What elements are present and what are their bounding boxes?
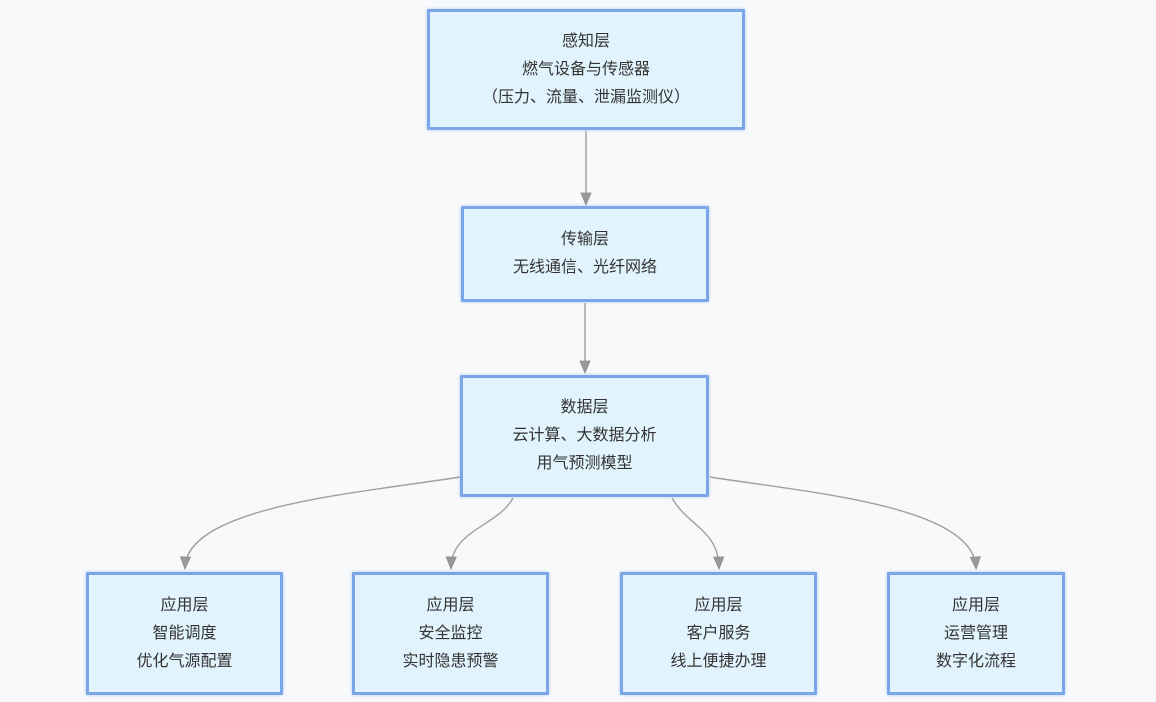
node-line: 线上便捷办理	[670, 652, 767, 670]
node-line: 云计算、大数据分析	[512, 427, 657, 444]
node-line: 燃气设备与传感器	[521, 60, 650, 78]
node-title: 感知层	[561, 32, 610, 50]
node-application-layer-customer: 应用层 客户服务 线上便捷办理	[620, 572, 817, 695]
node-application-layer-dispatch: 应用层 智能调度 优化气源配置	[86, 572, 283, 695]
node-line: 安全监控	[418, 624, 483, 642]
node-line: 智能调度	[152, 624, 217, 642]
connector-data-to-app-customer	[671, 497, 719, 567]
node-line: （压力、流量、泄漏监测仪）	[481, 88, 690, 106]
node-title: 应用层	[694, 596, 743, 614]
node-line: 实时隐患预警	[402, 652, 499, 670]
connector-data-to-app-safety	[451, 497, 514, 567]
node-title: 传输层	[560, 231, 609, 248]
node-transmission-layer: 传输层 无线通信、光纤网络	[461, 206, 709, 302]
node-line: 优化气源配置	[136, 652, 233, 670]
node-title: 应用层	[951, 596, 1000, 614]
node-line: 用气预测模型	[536, 455, 633, 472]
node-line: 无线通信、光纤网络	[512, 259, 657, 276]
node-application-layer-operation: 应用层 运营管理 数字化流程	[887, 572, 1065, 695]
node-line: 客户服务	[686, 624, 751, 642]
node-line: 数字化流程	[935, 652, 1016, 670]
node-line: 运营管理	[943, 624, 1008, 642]
node-application-layer-safety: 应用层 安全监控 实时隐患预警	[352, 572, 549, 695]
node-title: 应用层	[160, 596, 209, 614]
node-data-layer: 数据层 云计算、大数据分析 用气预测模型	[460, 375, 709, 497]
node-title: 数据层	[560, 399, 609, 416]
node-title: 应用层	[426, 596, 475, 614]
connector-data-to-app-operation	[709, 476, 976, 567]
node-perception-layer: 感知层 燃气设备与传感器 （压力、流量、泄漏监测仪）	[427, 9, 745, 130]
connector-data-to-app-dispatch	[185, 476, 461, 567]
